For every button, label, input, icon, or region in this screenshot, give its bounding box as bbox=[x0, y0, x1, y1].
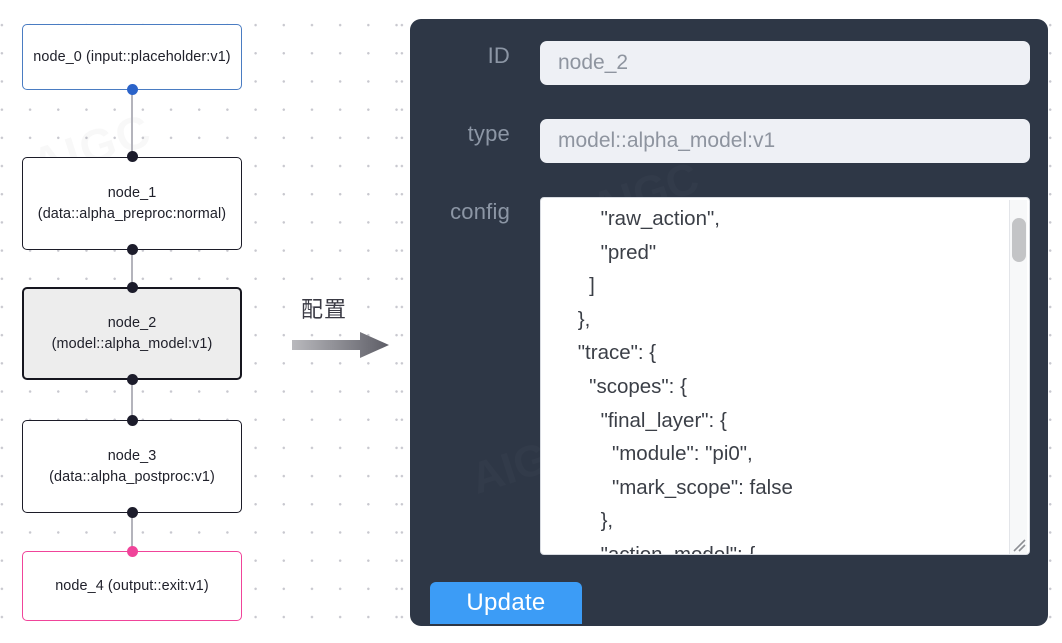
graph-node-node_0[interactable]: node_0 (input::placeholder:v1) bbox=[22, 24, 242, 90]
type-field-label: type bbox=[467, 121, 510, 146]
port-node3-output[interactable] bbox=[126, 507, 138, 518]
config-scrollbar-track[interactable] bbox=[1009, 200, 1027, 554]
field-row-type: type bbox=[410, 119, 1030, 163]
graph-node-label: node_0 (input::placeholder:v1) bbox=[33, 48, 231, 65]
port-node1-output[interactable] bbox=[126, 244, 138, 255]
port-node4-input[interactable] bbox=[126, 546, 138, 557]
resize-handle-icon[interactable] bbox=[1009, 535, 1027, 553]
port-node2-output[interactable] bbox=[126, 374, 138, 385]
graph-node-label: node_3 (data::alpha_postproc:v1) bbox=[49, 447, 215, 485]
graph-node-node_2[interactable]: node_2 (model::alpha_model:v1) bbox=[22, 287, 242, 380]
right-arrow-icon bbox=[292, 332, 389, 358]
port-node2-input[interactable] bbox=[126, 282, 138, 293]
port-node1-input[interactable] bbox=[126, 151, 138, 162]
port-node3-input[interactable] bbox=[126, 415, 138, 426]
graph-node-node_4[interactable]: node_4 (output::exit:v1) bbox=[22, 551, 242, 621]
port-node0-output[interactable] bbox=[126, 84, 138, 95]
config-field-label: config bbox=[450, 199, 510, 224]
edge-node2-node3 bbox=[131, 378, 133, 422]
config-text: "raw_action", "pred" ] }, "trace": { "sc… bbox=[577, 207, 793, 555]
config-scrollbar-thumb[interactable] bbox=[1012, 218, 1026, 262]
type-input[interactable] bbox=[540, 119, 1030, 163]
id-field-label: ID bbox=[487, 43, 510, 68]
edge-node1-node2 bbox=[131, 248, 133, 290]
graph-canvas[interactable]: AIGC AIGC node_0 (input::placeholder:v1)… bbox=[0, 0, 400, 643]
edge-node0-node1 bbox=[131, 88, 133, 160]
edge-node3-node4 bbox=[131, 511, 133, 553]
field-row-config: config "raw_action", "pred" ] }, "trace"… bbox=[410, 197, 1030, 555]
transition-label: 配置 bbox=[301, 298, 348, 323]
transition-annotation: 配置 bbox=[292, 296, 397, 360]
graph-node-label: node_4 (output::exit:v1) bbox=[55, 577, 209, 594]
config-textarea[interactable]: "raw_action", "pred" ] }, "trace": { "sc… bbox=[540, 197, 1030, 555]
graph-node-node_1[interactable]: node_1 (data::alpha_preproc:normal) bbox=[22, 157, 242, 250]
field-row-id: ID bbox=[410, 41, 1030, 85]
graph-node-label: node_1 (data::alpha_preproc:normal) bbox=[37, 184, 227, 222]
update-button[interactable]: Update bbox=[430, 582, 582, 624]
node-inspector-panel: AIGC AIGC ID type config "raw_action", "… bbox=[410, 19, 1048, 626]
id-input[interactable] bbox=[540, 41, 1030, 85]
graph-node-label: node_2 (model::alpha_model:v1) bbox=[51, 314, 213, 352]
graph-node-node_3[interactable]: node_3 (data::alpha_postproc:v1) bbox=[22, 420, 242, 513]
